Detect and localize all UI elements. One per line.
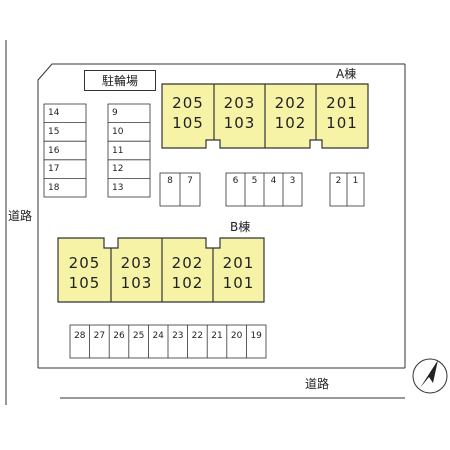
unit-upper-number: 203 [223, 94, 256, 112]
parking-stall-number: 20 [230, 331, 243, 341]
parking-stall-number: 7 [187, 176, 193, 186]
parking-stall-number: 24 [152, 331, 164, 341]
unit-lower-number: 101 [326, 114, 358, 132]
parking-stall-number: 5 [251, 176, 258, 186]
unit-lower-number: 102 [171, 274, 204, 292]
unit-upper-number: 203 [120, 254, 153, 272]
bike-parking-label: 駐輪場 [84, 70, 156, 91]
parking-stall-number: 8 [167, 176, 173, 186]
parking-stall-number: 2 [335, 176, 342, 186]
building-a-unit: 202 102 [265, 90, 316, 136]
parking-stall-number: 9 [112, 108, 118, 118]
building-b-unit: 202 102 [162, 250, 213, 296]
unit-lower-number: 103 [120, 274, 153, 292]
unit-lower-number: 105 [172, 114, 204, 132]
parking-stall-number: 13 [112, 183, 124, 193]
parking-stall-number: 4 [270, 176, 277, 186]
parking-stall-number: 19 [250, 331, 262, 341]
unit-upper-number: 201 [326, 94, 358, 112]
parking-stall-number: 11 [112, 146, 124, 156]
parking-stall-number: 1 [352, 176, 359, 186]
parking-stall-number: 22 [191, 331, 204, 341]
unit-upper-number: 205 [172, 94, 204, 112]
parking-stall-number: 28 [74, 331, 86, 341]
building-a-unit: 201 101 [316, 90, 368, 136]
unit-lower-number: 102 [274, 114, 307, 132]
stall-group-left [43, 103, 87, 198]
building-b-unit: 201 101 [213, 250, 264, 296]
unit-upper-number: 201 [222, 254, 255, 272]
parking-stall-number: 15 [48, 127, 60, 137]
parking-stall-number: 16 [48, 146, 60, 156]
parking-stall-number: 17 [48, 164, 60, 174]
stall-group-mid [107, 103, 151, 198]
unit-lower-number: 105 [68, 274, 101, 292]
parking-stall-number: 12 [112, 164, 124, 174]
building-a-label: A棟 [336, 67, 357, 81]
unit-upper-number: 205 [68, 254, 101, 272]
unit-upper-number: 202 [274, 94, 307, 112]
parking-stall-number: 3 [289, 176, 296, 186]
building-a-unit: 205 105 [162, 90, 214, 136]
building-b-unit: 205 105 [58, 250, 111, 296]
building-b-unit: 203 103 [111, 250, 162, 296]
parking-stall-number: 10 [112, 127, 124, 137]
parking-stall-number: 26 [113, 331, 125, 341]
bottom-road-label: 道路 [305, 377, 330, 391]
north-arrow-icon [412, 358, 448, 394]
building-b-label: B棟 [230, 220, 251, 234]
parking-stall-number: 23 [172, 331, 184, 341]
parking-stall-number: 21 [211, 331, 223, 341]
lot-boundary [37, 63, 406, 369]
left-road-label: 道路 [8, 209, 33, 223]
unit-lower-number: 103 [223, 114, 256, 132]
parking-stall-number: 14 [48, 108, 60, 118]
parking-stall-number: 18 [48, 183, 60, 193]
parking-stall-number: 6 [232, 176, 239, 186]
unit-lower-number: 101 [222, 274, 255, 292]
parking-stall-number: 27 [93, 331, 106, 341]
building-a-unit: 203 103 [214, 90, 265, 136]
unit-upper-number: 202 [171, 254, 204, 272]
parking-stall-number: 25 [132, 331, 145, 341]
